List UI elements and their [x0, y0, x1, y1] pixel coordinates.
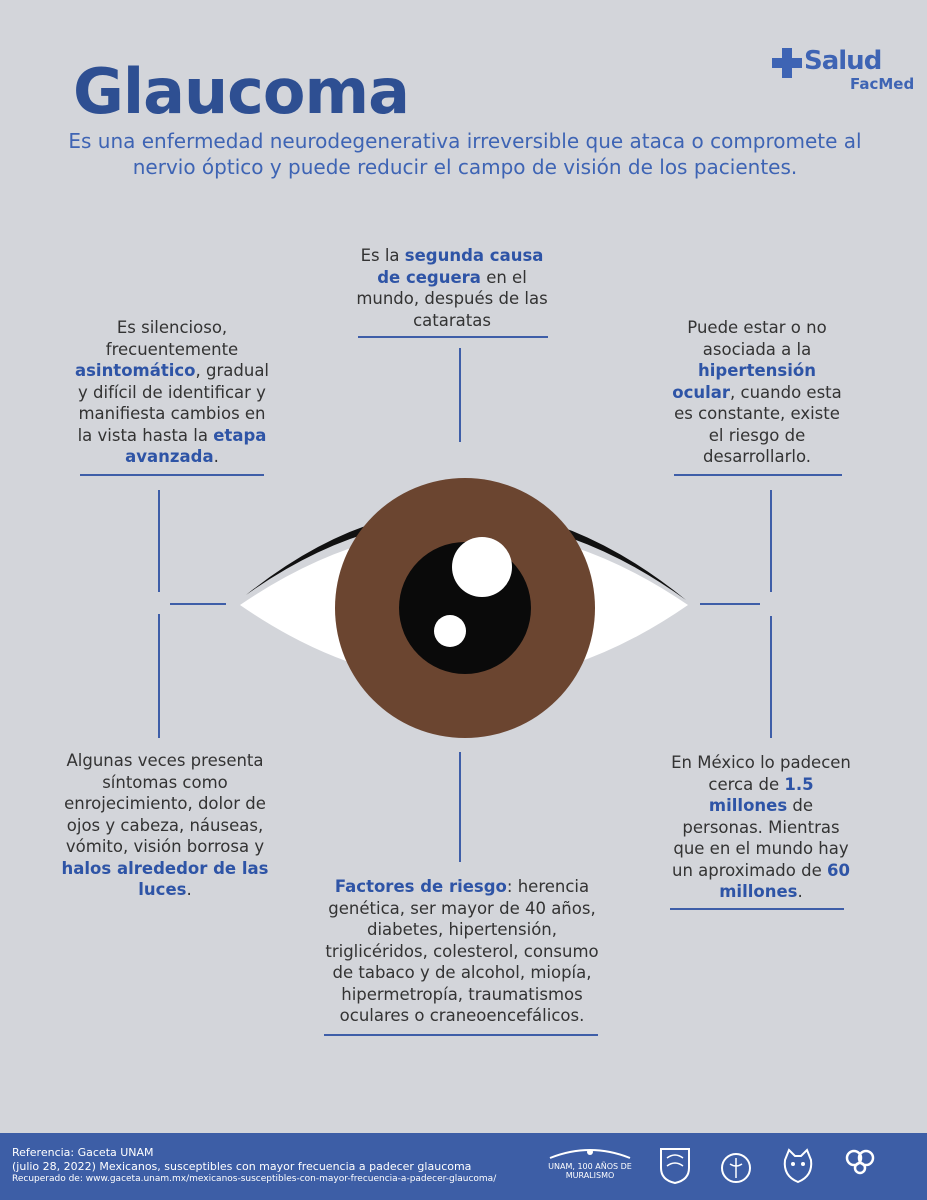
text: Es la	[360, 246, 405, 265]
text: .	[797, 882, 803, 901]
connector-line	[170, 603, 226, 605]
info-block-prevalence: En México lo padecen cerca de 1.5 millon…	[670, 752, 852, 903]
highlight: hipertensión ocular	[672, 361, 816, 402]
text: Puede estar o no asociada a la	[687, 318, 827, 359]
info-block-symptoms: Algunas veces presenta síntomas como enr…	[60, 750, 270, 901]
text: , gradual y difícil de identificar y man…	[77, 361, 270, 445]
info-block-silent: Es silencioso, frecuentemente asintomáti…	[74, 317, 270, 468]
divider	[80, 474, 264, 476]
text: , cuando esta es constante, existe el ri…	[674, 382, 842, 467]
connector-line	[770, 490, 772, 592]
highlight: halos alrededor de las luces	[61, 858, 269, 900]
highlight: 1.5 millones	[708, 774, 814, 816]
salud-facmed-logo: Salud FacMed	[772, 46, 914, 98]
puma-head-icon	[783, 1148, 813, 1184]
connector-line	[459, 752, 461, 862]
info-block-risk-factors: Factores de riesgo: herencia genética, s…	[318, 876, 606, 1027]
highlight: asintomático	[74, 361, 196, 380]
page-title: Glaucoma	[73, 55, 410, 128]
eye-reflection-large	[452, 537, 512, 597]
divider	[670, 908, 844, 910]
muralismo-logo: UNAM, 100 AÑOS DE MURALISMO	[545, 1146, 635, 1180]
connector-line	[770, 616, 772, 738]
connector-line	[158, 614, 160, 738]
logo-word-salud: Salud	[804, 46, 882, 76]
highlight: Factores de riesgo	[334, 877, 507, 896]
comunicacion-social-logo	[834, 1146, 886, 1178]
facmed-seal-icon	[721, 1153, 751, 1183]
text: de personas. Mientras que en el mundo ha…	[672, 796, 849, 880]
puma-logo	[778, 1146, 818, 1188]
reference-article: (julio 28, 2022) Mexicanos, susceptibles…	[12, 1159, 472, 1173]
subtitle: Es una enfermedad neurodegenerativa irre…	[68, 129, 862, 179]
logo-word-facmed: FacMed	[850, 75, 915, 93]
connector-line	[158, 490, 160, 592]
highlight: etapa avanzada	[125, 425, 267, 467]
facmed-logo	[713, 1146, 759, 1188]
text: En México lo padecen cerca de	[671, 753, 851, 794]
eye-reflection-small	[434, 615, 466, 647]
divider	[358, 336, 548, 338]
connector-line	[700, 603, 760, 605]
muralismo-text: UNAM, 100 AÑOS DE MURALISMO	[548, 1162, 632, 1180]
salud-cross-icon	[772, 48, 802, 78]
reference-source: Referencia: Gaceta UNAM	[12, 1146, 154, 1159]
highlight: segunda causa de ceguera	[377, 246, 544, 287]
eye-upper-lid	[246, 508, 686, 600]
info-block-second-cause: Es la segunda causa de ceguera en el mun…	[356, 245, 548, 331]
reference-url: Recuperado de: www.gaceta.unam.mx/mexica…	[12, 1174, 497, 1184]
muralismo-emblem-icon	[549, 1149, 631, 1159]
footer-bar	[0, 1133, 927, 1200]
divider	[674, 474, 842, 476]
highlight: 60 millones	[719, 860, 850, 902]
eye-illustration	[240, 478, 688, 738]
text: : herencia genética, ser mayor de 40 año…	[325, 877, 599, 1025]
info-block-ocular-hypertension: Puede estar o no asociada a la hipertens…	[672, 317, 842, 468]
divider	[324, 1034, 598, 1036]
text: Es silencioso, frecuentemente	[105, 318, 239, 359]
text: en el mundo, después de las cataratas	[356, 267, 548, 330]
unam-shield-icon	[660, 1148, 690, 1185]
text: .	[213, 447, 219, 466]
text: Algunas veces presenta síntomas como enr…	[64, 751, 266, 856]
connector-line	[459, 348, 461, 442]
text: .	[186, 880, 192, 899]
comunicacion-social-icon	[845, 1149, 875, 1175]
reference: Referencia: Gaceta UNAM (julio 28, 2022)…	[12, 1146, 496, 1187]
unam-logo	[655, 1146, 695, 1186]
